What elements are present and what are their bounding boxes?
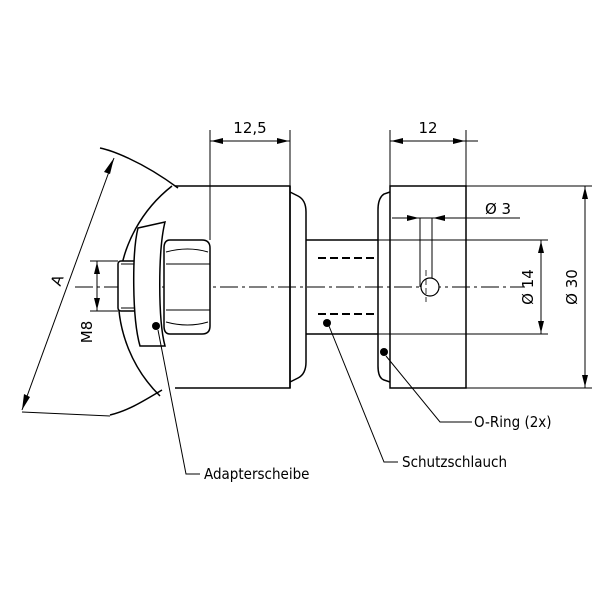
dim-12-5-arrow-left [211, 138, 223, 144]
o-ring-callout: O-Ring (2x) [474, 413, 552, 431]
adapter-washer [132, 221, 167, 347]
dim-d30-arrow-top [582, 187, 588, 199]
left-body-step [289, 191, 307, 383]
dim-d14-arrow-top [538, 241, 544, 253]
radius-arrow-top [104, 158, 114, 174]
hex-nut-chamfer-top [165, 248, 209, 253]
hex-nut [163, 239, 211, 335]
right-body-step [377, 191, 391, 383]
dim-d30-label: Ø 30 [563, 269, 581, 305]
adapter-washer-marker [152, 322, 160, 330]
dim-12-arrow-left [391, 138, 403, 144]
hose-leader [328, 325, 398, 463]
m8-arrow-bottom [94, 298, 100, 310]
dim-12-label: 12 [418, 119, 437, 137]
dim-d14-arrow-bottom [538, 321, 544, 333]
o-ring-marker [380, 348, 388, 356]
radius-arc [99, 147, 179, 416]
hex-nut-chamfer-bottom [165, 321, 209, 326]
hose-marker [323, 319, 331, 327]
hole-circle [420, 277, 440, 297]
adapter-callout: Adapterscheibe [204, 465, 309, 483]
hose-callout: Schutzschlauch [402, 453, 507, 471]
dim-d3-label: Ø 3 [485, 200, 511, 218]
dim-12-5-label: 12,5 [233, 119, 266, 137]
o-ring-leader [385, 355, 472, 423]
dim-d3-arrow-left [407, 215, 419, 221]
dim-12-5-arrow-right [277, 138, 289, 144]
dim-12-arrow-right [453, 138, 465, 144]
dim-d30-arrow-bottom [582, 375, 588, 387]
radius-extension-bottom [21, 411, 111, 417]
dim-d3-arrow-right [433, 215, 445, 221]
right-body [389, 185, 467, 389]
radius-dimension-line [21, 157, 115, 411]
radius-label: A [47, 272, 68, 288]
adapter-leader [157, 329, 200, 475]
dim-d14-label: Ø 14 [519, 269, 537, 305]
m8-label: M8 [78, 321, 96, 344]
m8-arrow-top [94, 262, 100, 274]
radius-arrow-bottom [22, 394, 30, 410]
